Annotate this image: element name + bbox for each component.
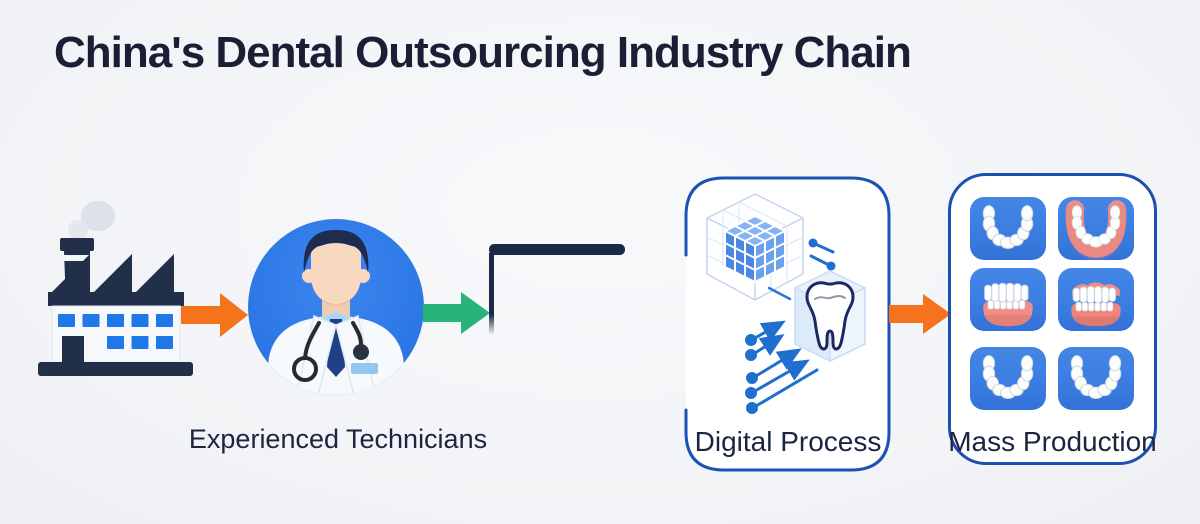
data-dots-icon bbox=[808, 238, 836, 271]
digital-process-label: Digital Process bbox=[694, 426, 882, 457]
denture-tile-lower-pink-arch bbox=[1058, 197, 1134, 260]
factory-icon bbox=[38, 201, 193, 376]
mass-production-box bbox=[948, 173, 1157, 465]
orange-arrow-icon bbox=[181, 293, 248, 337]
lower-arch-white-icon bbox=[1070, 355, 1122, 399]
data-flow-arrows-icon bbox=[745, 320, 819, 414]
page-title: China's Dental Outsourcing Industry Chai… bbox=[54, 28, 912, 77]
lower-denture-pink-arch-icon bbox=[1065, 200, 1127, 259]
tooth-in-cube-icon bbox=[793, 270, 867, 363]
denture-tile-upper-arch-white bbox=[970, 197, 1046, 260]
technician-avatar bbox=[248, 219, 424, 395]
orange-arrow-icon bbox=[889, 294, 951, 334]
upper-arch-white-icon bbox=[982, 205, 1034, 249]
denture-tile-full-front bbox=[1058, 268, 1134, 331]
connector-line-icon bbox=[768, 286, 792, 301]
green-arrow-icon bbox=[423, 292, 490, 334]
denture-tile-lower-arch-white bbox=[1058, 347, 1134, 410]
full-denture-front-icon bbox=[1071, 282, 1121, 327]
screen-frame-icon bbox=[489, 244, 625, 335]
lower-arch-white-icon bbox=[982, 355, 1034, 399]
voxel-cube-icon bbox=[706, 193, 804, 301]
front-teeth-pink-gum-icon bbox=[983, 282, 1033, 327]
technicians-label: Experienced Technicians bbox=[188, 424, 488, 454]
mass-production-label: Mass Production bbox=[948, 426, 1157, 457]
denture-tile-lower-arch-white bbox=[970, 347, 1046, 410]
denture-tile-front-pink-gum bbox=[970, 268, 1046, 331]
